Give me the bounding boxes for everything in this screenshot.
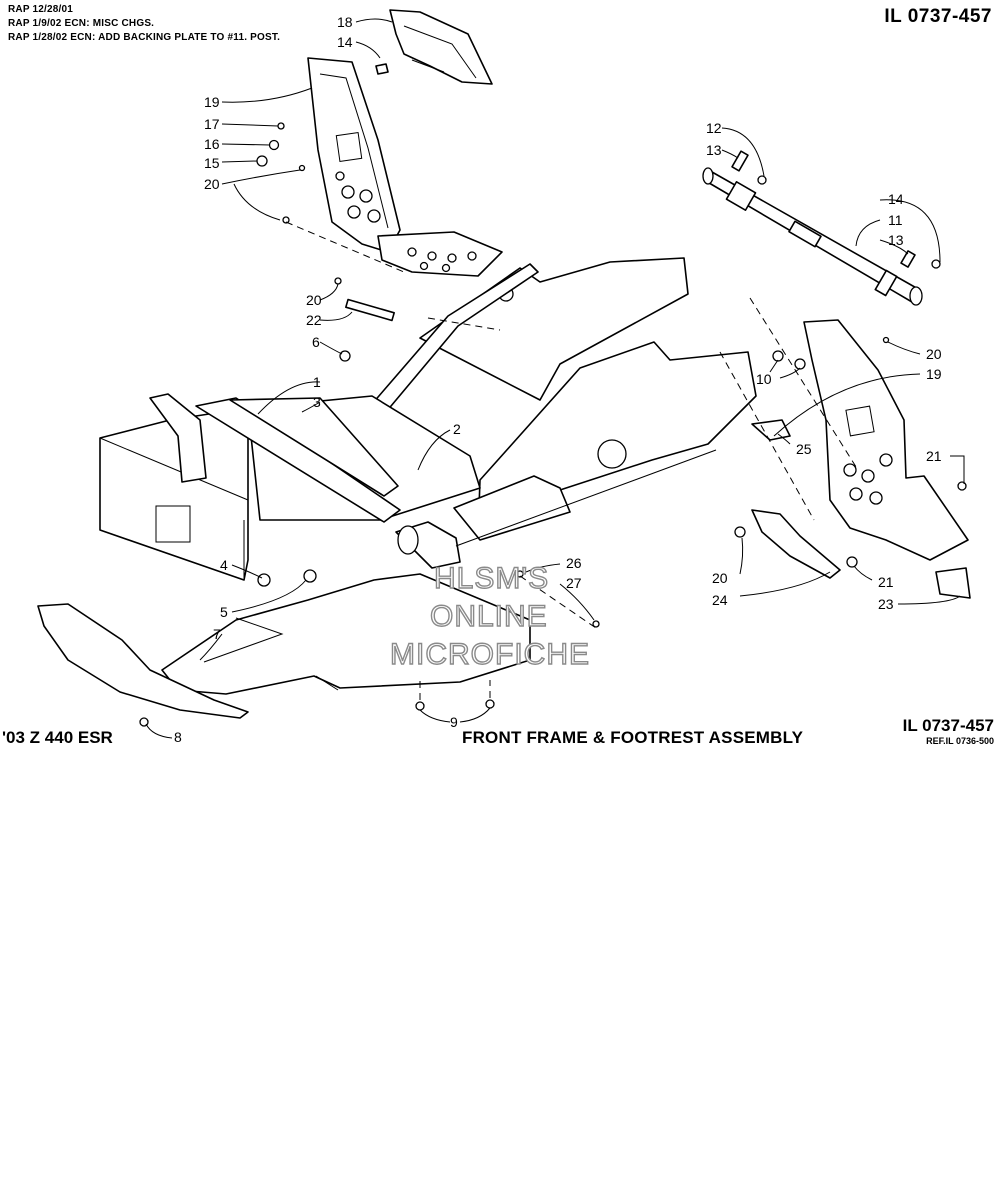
callout-21: 21 [926,448,942,464]
callout-7: 7 [213,626,221,642]
callout-21: 21 [878,574,894,590]
bracket-23 [935,567,971,599]
leader-lines [145,18,965,739]
hardware-upper-left [256,63,395,420]
watermark: HLSM'S ONLINE MICROFICHE [389,561,590,671]
model-label: '03 Z 440 ESR [2,728,113,747]
callout-20: 20 [712,570,728,586]
callout-13: 13 [706,142,722,158]
callout-14: 14 [337,34,353,50]
illustration-number-top: IL 0737-457 [884,6,992,27]
callout-24: 24 [712,592,728,608]
callout-3: 3 [313,394,321,410]
revision-note-3: RAP 1/28/02 ECN: ADD BACKING PLATE TO #1… [8,32,281,43]
callout-13: 13 [888,232,904,248]
part-18-cover [389,9,493,85]
callout-20: 20 [306,292,322,308]
footrest-plate-left [377,231,503,277]
front-frame [99,257,757,581]
hardware-upper-right [731,150,941,441]
callout-17: 17 [204,116,220,132]
callout-19: 19 [926,366,942,382]
callout-14: 14 [888,191,904,207]
illustration-number-bottom: IL 0737-457 [902,716,994,735]
watermark-line-3: MICROFICHE [390,638,590,671]
revision-note-1: RAP 12/28/01 [8,4,74,15]
callout-5: 5 [220,604,228,620]
callout-4: 4 [220,557,228,573]
callout-18: 18 [337,14,353,30]
callout-10: 10 [756,371,772,387]
callout-11: 11 [888,212,903,228]
callout-12: 12 [706,120,722,136]
callout-8: 8 [174,729,182,745]
callout-15: 15 [204,155,220,171]
callout-19: 19 [204,94,220,110]
nose-bumper [37,603,249,719]
watermark-line-1: HLSM'S [434,562,549,595]
callout-23: 23 [878,596,894,612]
callout-9: 9 [450,714,458,730]
watermark-line-2: ONLINE [430,600,548,633]
belly-pan [161,573,531,695]
callout-16: 16 [204,136,220,152]
callout-1: 1 [313,374,321,390]
diagram-caption: FRONT FRAME & FOOTREST ASSEMBLY [462,728,804,747]
callout-27: 27 [566,575,582,591]
callout-2: 2 [453,421,461,437]
revision-note-2: RAP 1/9/02 ECN: MISC CHGS. [8,18,155,29]
footrest-bracket-right [803,319,969,561]
callout-25: 25 [796,441,812,457]
callout-6: 6 [312,334,320,350]
callout-22: 22 [306,312,322,328]
callout-20: 20 [926,346,942,362]
bracket-24 [751,509,841,579]
steering-post-11 [702,167,923,306]
callout-26: 26 [566,555,582,571]
center-lines [285,221,859,700]
footrest-bracket-left [307,57,401,253]
callouts: 18 14 19 17 16 15 20 20 22 6 1 3 2 4 5 7… [174,14,942,745]
parts-diagram: 18 14 19 17 16 15 20 20 22 6 1 3 2 4 5 7… [37,9,971,745]
reference-number: REF.IL 0736-500 [926,736,994,746]
callout-20: 20 [204,176,220,192]
